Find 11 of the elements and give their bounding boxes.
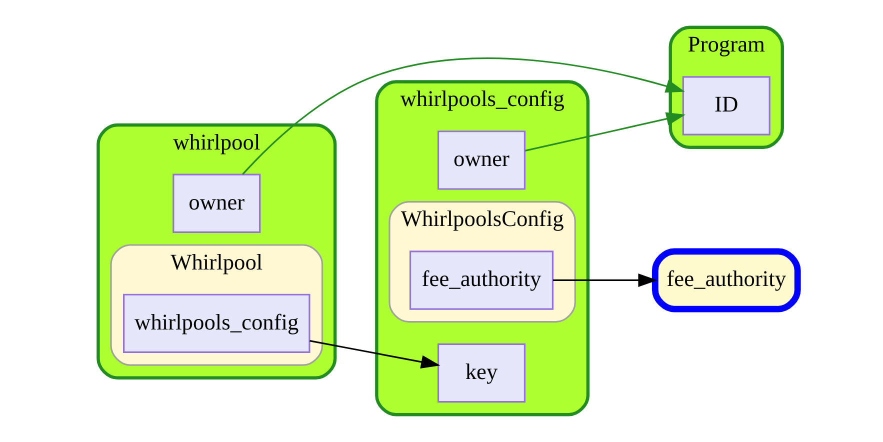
node-box: ID xyxy=(682,76,770,136)
arrow xyxy=(310,340,440,369)
node-box: owner xyxy=(172,174,261,233)
node-box: fee_authority xyxy=(652,248,801,312)
node-box: fee_authority xyxy=(410,250,554,310)
node-box: whirlpools_config xyxy=(123,294,310,354)
arrow xyxy=(525,112,686,152)
arrow xyxy=(553,273,658,287)
node-box: owner xyxy=(438,130,526,190)
arrow xyxy=(242,58,685,175)
node-box: key xyxy=(438,343,526,403)
